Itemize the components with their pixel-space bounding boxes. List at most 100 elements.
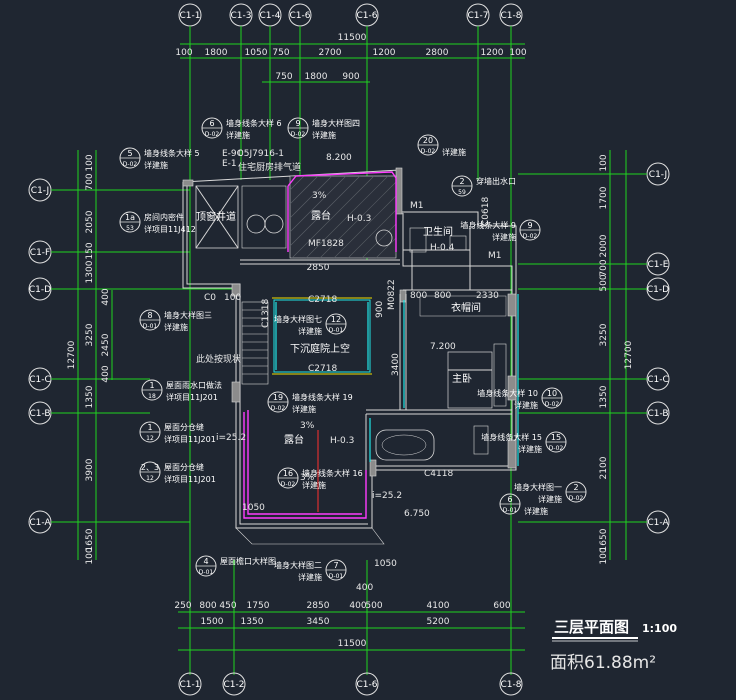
dim: 800: [199, 601, 216, 611]
dim: 2800: [426, 48, 449, 58]
callout-sheet: D-02: [123, 161, 138, 168]
drawing-scale: 1:100: [642, 622, 677, 635]
dim: 400: [101, 288, 111, 305]
dim: 400: [349, 601, 366, 611]
callout-sheet: D-01: [329, 327, 344, 334]
callout-text: 详建施: [514, 400, 538, 410]
callout-number: 20: [423, 136, 433, 145]
axis-label: C1-6: [290, 11, 311, 21]
dim: 100: [85, 154, 95, 171]
room-label: 衣帽间: [451, 301, 481, 314]
callout-sheet: D-02: [549, 445, 564, 452]
callout-sheet: D-01: [329, 573, 344, 580]
dim: 700: [599, 259, 609, 276]
dim: 1650: [85, 528, 95, 551]
callout-sheet: 59: [458, 189, 466, 196]
note: 此处按现状: [196, 353, 241, 365]
title-block: 三层平面图 1:100 面积61.88m²: [550, 618, 677, 673]
dim-total-right: 12700: [624, 340, 634, 369]
dim: 1200: [481, 48, 504, 58]
dim: 700: [85, 173, 95, 190]
dim: 500: [365, 601, 382, 611]
door-tag: M1: [410, 201, 424, 211]
slope: 3%: [300, 473, 315, 483]
callout-text: 详项目11J412: [144, 224, 196, 234]
room-label: 露台: [284, 433, 304, 446]
dim: 600: [493, 601, 510, 611]
room-label: 露台: [311, 209, 331, 222]
callout-text: 详建施: [164, 322, 188, 332]
dim: 2450: [101, 333, 111, 356]
axis-label: C1-F: [30, 248, 50, 258]
callout-sheet: D-01: [199, 569, 214, 576]
dim: 450: [219, 601, 236, 611]
callout-text: 详建施: [298, 572, 322, 582]
callout-text: 墙身线条大样 16: [302, 468, 363, 478]
callout-text: 墙身线条大样 9: [460, 220, 516, 230]
dim: 2050: [85, 210, 95, 233]
dim: 900: [375, 301, 385, 318]
ref: 05J7916-1: [238, 149, 284, 159]
callout-number: 2: [459, 177, 464, 186]
axis-label: C1-3: [231, 11, 252, 21]
dim: 4100: [427, 601, 450, 611]
axis-label: C1-7: [468, 11, 489, 21]
horizontal-grid-lines: [51, 173, 647, 523]
callout-text: 详建施: [312, 130, 336, 140]
bottom-terrace: [235, 297, 385, 545]
callout-number: 9: [527, 221, 532, 230]
dim: 100: [509, 48, 526, 58]
callout-sheet: D-01: [503, 507, 518, 514]
dim: 3900: [85, 458, 95, 481]
callout-number: 1: [147, 423, 152, 432]
axis-label: C1-D: [647, 285, 669, 295]
dim: 1050: [374, 559, 397, 569]
callout-text: 详建施: [524, 506, 548, 516]
axis-label: C1-J: [31, 186, 49, 196]
window-tag: C0: [204, 293, 216, 303]
callout-sheet: 18: [148, 393, 156, 400]
detail-callout: 6D-01 详建施: [499, 493, 548, 516]
callout-number: 19: [273, 393, 283, 402]
axis-label: C1-1: [180, 680, 201, 690]
dim: 100: [599, 547, 609, 564]
callout-sheet: D-02: [569, 495, 584, 502]
axis-label: C1-8: [501, 680, 522, 690]
callout-number: 1a: [125, 213, 135, 222]
callout-number: 6: [507, 495, 512, 504]
callout-sheet: D-02: [291, 131, 306, 138]
axis-label: C1-C: [29, 375, 51, 385]
dim: 3450: [307, 617, 330, 627]
callout-sheet: D-02: [281, 481, 296, 488]
callout-text: 详建施: [302, 480, 326, 490]
callout-sheet: 12: [146, 475, 154, 482]
room-label: 顶窗井道: [196, 210, 236, 223]
window-tag: C2718: [308, 295, 337, 305]
dim: 100: [224, 293, 241, 303]
callout-text: 屋面分仓缝: [164, 422, 204, 432]
room-label: 卫生间: [423, 225, 453, 238]
dim: 900: [342, 72, 359, 82]
callout-sheet: 53: [126, 225, 134, 232]
dim: 1350: [241, 617, 264, 627]
level-marks: H-0.3 H-0.4 H-0.3 7.200 6.750 3% 3% 3%: [300, 191, 456, 519]
callout-text: 详建施: [292, 404, 316, 414]
callout-number: 16: [283, 469, 293, 478]
ref: E-9C: [222, 149, 243, 159]
left-axis-column: C1-J C1-F C1-D C1-C C1-B C1-A: [28, 178, 52, 534]
dim: i=25.2: [216, 433, 246, 443]
callout-text: 墙身大样图四: [312, 118, 360, 128]
right-axis-column: C1-J C1-E C1-D C1-C C1-B C1-A: [646, 162, 670, 534]
room-label: 下沉庭院上空: [290, 342, 350, 355]
axis-label: C1-8: [501, 11, 522, 21]
dim: 100: [599, 154, 609, 171]
callout-sheet: 12: [146, 435, 154, 442]
top-terrace: [195, 171, 397, 259]
callout-text: 详建施: [492, 232, 516, 242]
